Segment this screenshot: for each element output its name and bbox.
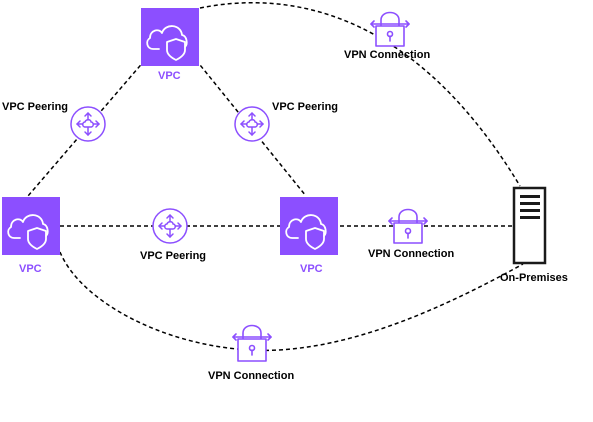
peering-top-left-label: VPC Peering bbox=[2, 101, 69, 113]
connector-line-left-vpn bbox=[59, 251, 524, 352]
vpn-lock-icon bbox=[370, 11, 410, 47]
vpn-left-node[interactable] bbox=[232, 324, 272, 362]
peering-top-left-node[interactable] bbox=[70, 106, 106, 142]
peering-left-right-node[interactable] bbox=[152, 208, 188, 244]
vpc-right-label: VPC bbox=[300, 263, 323, 275]
peering-top-right-label: VPC Peering bbox=[272, 101, 339, 113]
vpc-top-node[interactable] bbox=[141, 8, 199, 66]
on-premises-node[interactable] bbox=[512, 186, 547, 265]
vpc-peering-icon bbox=[234, 106, 270, 142]
server-rack-icon bbox=[512, 186, 547, 265]
vpn-right-label: VPN Connection bbox=[368, 248, 455, 260]
vpc-left-label: VPC bbox=[19, 263, 42, 275]
vpn-lock-icon bbox=[388, 208, 428, 244]
vpc-right-node[interactable] bbox=[280, 197, 338, 255]
vpc-peering-icon bbox=[70, 106, 106, 142]
vpn-top-label: VPN Connection bbox=[344, 49, 431, 61]
on-premises-label: On-Premises bbox=[500, 272, 568, 284]
vpc-top-label: VPC bbox=[158, 70, 181, 82]
vpc-left-node[interactable] bbox=[2, 197, 60, 255]
peering-left-right-label: VPC Peering bbox=[140, 250, 207, 262]
connector-line-top-left-peering bbox=[27, 59, 146, 197]
vpc-cloud-shield-icon bbox=[285, 214, 327, 250]
vpn-right-node[interactable] bbox=[388, 208, 428, 244]
peering-top-right-node[interactable] bbox=[234, 106, 270, 142]
vpn-lock-icon bbox=[232, 324, 272, 362]
vpn-top-node[interactable] bbox=[370, 11, 410, 47]
vpc-cloud-shield-icon bbox=[146, 25, 188, 61]
vpc-cloud-shield-icon bbox=[7, 214, 49, 250]
vpn-left-label: VPN Connection bbox=[208, 370, 295, 382]
vpc-peering-icon bbox=[152, 208, 188, 244]
connector-line-top-vpn bbox=[199, 2, 521, 187]
